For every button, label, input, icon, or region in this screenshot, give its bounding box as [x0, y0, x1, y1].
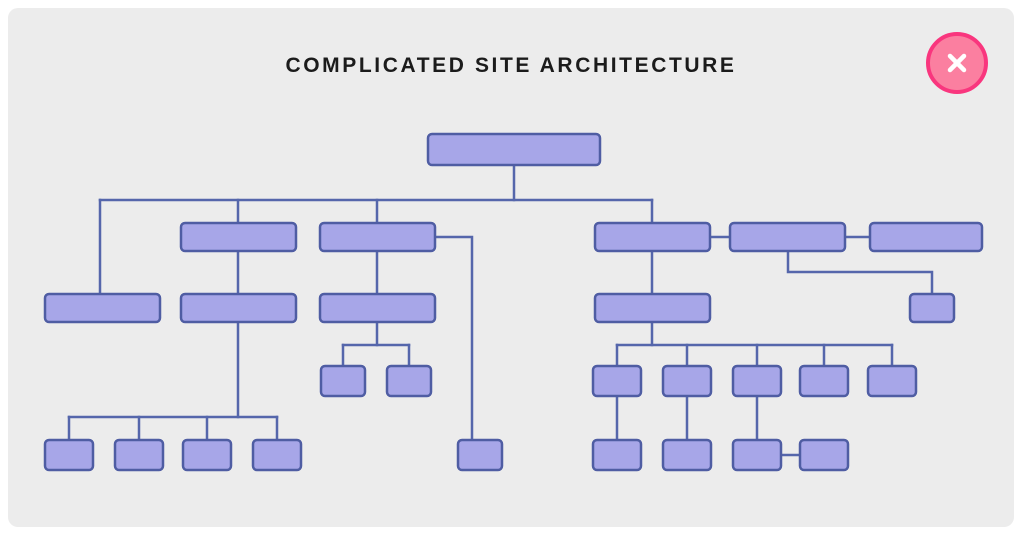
- node-l4-d[interactable]: [251, 438, 303, 472]
- node-l2-d[interactable]: [593, 292, 712, 324]
- connector-layer: [67, 163, 934, 457]
- node-layer: [43, 132, 984, 472]
- node-l4-r1[interactable]: [591, 438, 643, 472]
- node-root[interactable]: [426, 132, 602, 167]
- node-box-l3-b[interactable]: [385, 364, 433, 398]
- node-l3-b[interactable]: [385, 364, 433, 398]
- node-box-l2-d[interactable]: [593, 292, 712, 324]
- node-box-l4-b[interactable]: [113, 438, 165, 472]
- node-box-l4-r1[interactable]: [591, 438, 643, 472]
- node-l2-a[interactable]: [43, 292, 162, 324]
- close-x-icon: [942, 48, 972, 78]
- node-box-l1-b[interactable]: [318, 221, 437, 253]
- node-box-l1-e[interactable]: [868, 221, 984, 253]
- node-box-l1-a[interactable]: [179, 221, 298, 253]
- node-box-l3-r2[interactable]: [661, 364, 713, 398]
- node-l3-r4[interactable]: [798, 364, 850, 398]
- node-box-l3-r4[interactable]: [798, 364, 850, 398]
- node-box-l2-c[interactable]: [318, 292, 437, 324]
- close-button[interactable]: [926, 32, 988, 94]
- page-title: COMPLICATED SITE ARCHITECTURE: [285, 54, 737, 77]
- node-l3-a[interactable]: [319, 364, 367, 398]
- node-l4-c[interactable]: [181, 438, 233, 472]
- node-l1-d[interactable]: [728, 221, 847, 253]
- node-l1-e[interactable]: [868, 221, 984, 253]
- node-box-l4-r4[interactable]: [798, 438, 850, 472]
- node-box-l2-b[interactable]: [179, 292, 298, 324]
- node-box-l2-a[interactable]: [43, 292, 162, 324]
- node-box-l3-r3[interactable]: [731, 364, 783, 398]
- node-l2-c[interactable]: [318, 292, 437, 324]
- node-l1-c[interactable]: [593, 221, 712, 253]
- node-box-root[interactable]: [426, 132, 602, 167]
- connector-l1b-side-drop: [433, 235, 474, 442]
- node-box-l4-r2[interactable]: [661, 438, 713, 472]
- node-l4-r2[interactable]: [661, 438, 713, 472]
- node-box-l4-c[interactable]: [181, 438, 233, 472]
- node-box-l4-d[interactable]: [251, 438, 303, 472]
- node-box-l4-a[interactable]: [43, 438, 95, 472]
- node-l4-b[interactable]: [113, 438, 165, 472]
- node-box-l3-r5[interactable]: [866, 364, 918, 398]
- node-l4-r4[interactable]: [798, 438, 850, 472]
- node-l3-r5[interactable]: [866, 364, 918, 398]
- node-l4-a[interactable]: [43, 438, 95, 472]
- node-box-l1-d[interactable]: [728, 221, 847, 253]
- node-box-l3-a[interactable]: [319, 364, 367, 398]
- node-box-l3-r1[interactable]: [591, 364, 643, 398]
- node-l3-r1[interactable]: [591, 364, 643, 398]
- node-l3-r3[interactable]: [731, 364, 783, 398]
- node-l3-r2[interactable]: [661, 364, 713, 398]
- node-box-l2-e[interactable]: [908, 292, 956, 324]
- node-box-l4-r3[interactable]: [731, 438, 783, 472]
- connector-l1d-to-l2e: [786, 249, 934, 296]
- node-l4-r3[interactable]: [731, 438, 783, 472]
- node-l2-e[interactable]: [908, 292, 956, 324]
- node-l4-mid[interactable]: [456, 438, 504, 472]
- node-box-l4-mid[interactable]: [456, 438, 504, 472]
- node-l1-a[interactable]: [179, 221, 298, 253]
- node-l1-b[interactable]: [318, 221, 437, 253]
- node-l2-b[interactable]: [179, 292, 298, 324]
- node-box-l1-c[interactable]: [593, 221, 712, 253]
